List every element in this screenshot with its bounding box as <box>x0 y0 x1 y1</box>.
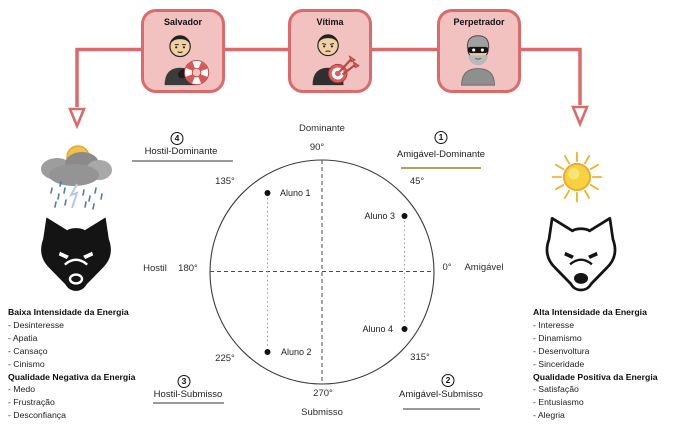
angle-label-90: 90° <box>309 142 325 153</box>
list-item: - Satisfação <box>533 384 579 395</box>
list-item: - Interesse <box>533 319 575 330</box>
panel-title: Baixa Intensidade da Energia <box>8 307 129 317</box>
storm-cloud-icon <box>41 145 112 210</box>
quadrant-3-number: 3 <box>177 375 191 388</box>
role-label: Perpetrador <box>453 17 505 27</box>
down-arrow-icon <box>571 105 589 128</box>
aluno4-point <box>401 326 408 332</box>
list-item: - Sinceridade <box>533 358 585 369</box>
list-item: - Cinismo <box>8 358 45 369</box>
quadrant-2-number: 2 <box>441 374 455 387</box>
quadrant-4-label: Hostil-Dominante <box>144 146 218 157</box>
angle-label-315: 315° <box>410 352 430 363</box>
quadrant-1-underline <box>401 167 481 169</box>
connector-left <box>75 47 141 107</box>
list-item: - Alegria <box>533 410 565 421</box>
panel-title: Alta Intensidade da Energia <box>533 307 647 317</box>
panel-title: Qualidade Negativa da Energia <box>8 371 136 382</box>
quadrant-1-number: 1 <box>434 131 448 144</box>
list-item: - Entusiasmo <box>533 397 584 408</box>
aluno4-label: Aluno 4 <box>362 324 393 334</box>
axis-label-submisso: Submisso <box>301 407 343 418</box>
angle-label-45: 45° <box>409 176 425 187</box>
black-wolf-icon <box>41 217 111 291</box>
sun-rays <box>551 151 603 203</box>
list-item: - Dinamismo <box>533 332 582 343</box>
axis-label-hostil: Hostil <box>143 263 167 274</box>
quadrant-2-underline <box>403 408 480 410</box>
connector-right <box>521 47 582 105</box>
quadrant-2-label: Amigável-Submisso <box>399 389 483 400</box>
axis-label-dominante: Dominante <box>299 123 345 134</box>
angle-label-135: 135° <box>215 176 235 187</box>
list-item: - Desconfiança <box>8 410 66 421</box>
role-label: Salvador <box>163 17 203 27</box>
aluno3-label: Aluno 3 <box>364 211 395 221</box>
list-item: - Cansaço <box>8 345 48 356</box>
angle-label-180: 180° <box>178 263 198 274</box>
quadrant-4-underline <box>132 160 233 162</box>
angle-label-225: 225° <box>215 353 235 364</box>
quadrant-3-label: Hostil-Submisso <box>153 389 223 400</box>
aluno1-label: Aluno 1 <box>280 188 311 198</box>
angle-label-270: 270° <box>313 388 333 399</box>
aluno2-point <box>264 349 271 355</box>
list-item: - Frustração <box>8 397 55 408</box>
aluno1-point <box>264 190 271 196</box>
quadrant-4-number: 4 <box>170 132 184 145</box>
sun-icon <box>551 151 603 203</box>
high-energy-panel: Alta Intensidade da Energia - Interesse … <box>533 306 673 422</box>
list-item: - Desenvoltura <box>533 345 590 356</box>
role-card-perpetrador: Perpetrador <box>437 9 521 93</box>
list-item: - Desinteresse <box>8 319 65 330</box>
perpetrator-mask-icon <box>461 35 495 86</box>
quadrant-3-underline <box>153 402 224 404</box>
role-card-vitima: Vítima <box>288 9 372 93</box>
victim-target-icon <box>312 34 360 86</box>
rescuer-lifebuoy-icon <box>164 35 210 86</box>
quadrant-1-label: Amigável-Dominante <box>396 149 486 160</box>
raindrops <box>50 181 103 210</box>
list-item: - Apatia <box>8 332 38 343</box>
aluno3-point <box>401 213 408 219</box>
down-arrow-icon <box>68 107 86 130</box>
aluno2-label: Aluno 2 <box>281 347 312 357</box>
low-energy-panel: Baixa Intensidade da Energia - Desintere… <box>8 306 148 422</box>
role-label: Vítima <box>316 17 344 27</box>
role-card-salvador: Salvador <box>141 9 225 93</box>
angle-label-0: 0° <box>442 262 452 273</box>
white-wolf-icon <box>546 218 616 291</box>
axis-label-amigavel: Amigável <box>464 262 504 273</box>
list-item: - Medo <box>8 384 36 395</box>
panel-title: Qualidade Positiva da Energia <box>533 371 658 382</box>
